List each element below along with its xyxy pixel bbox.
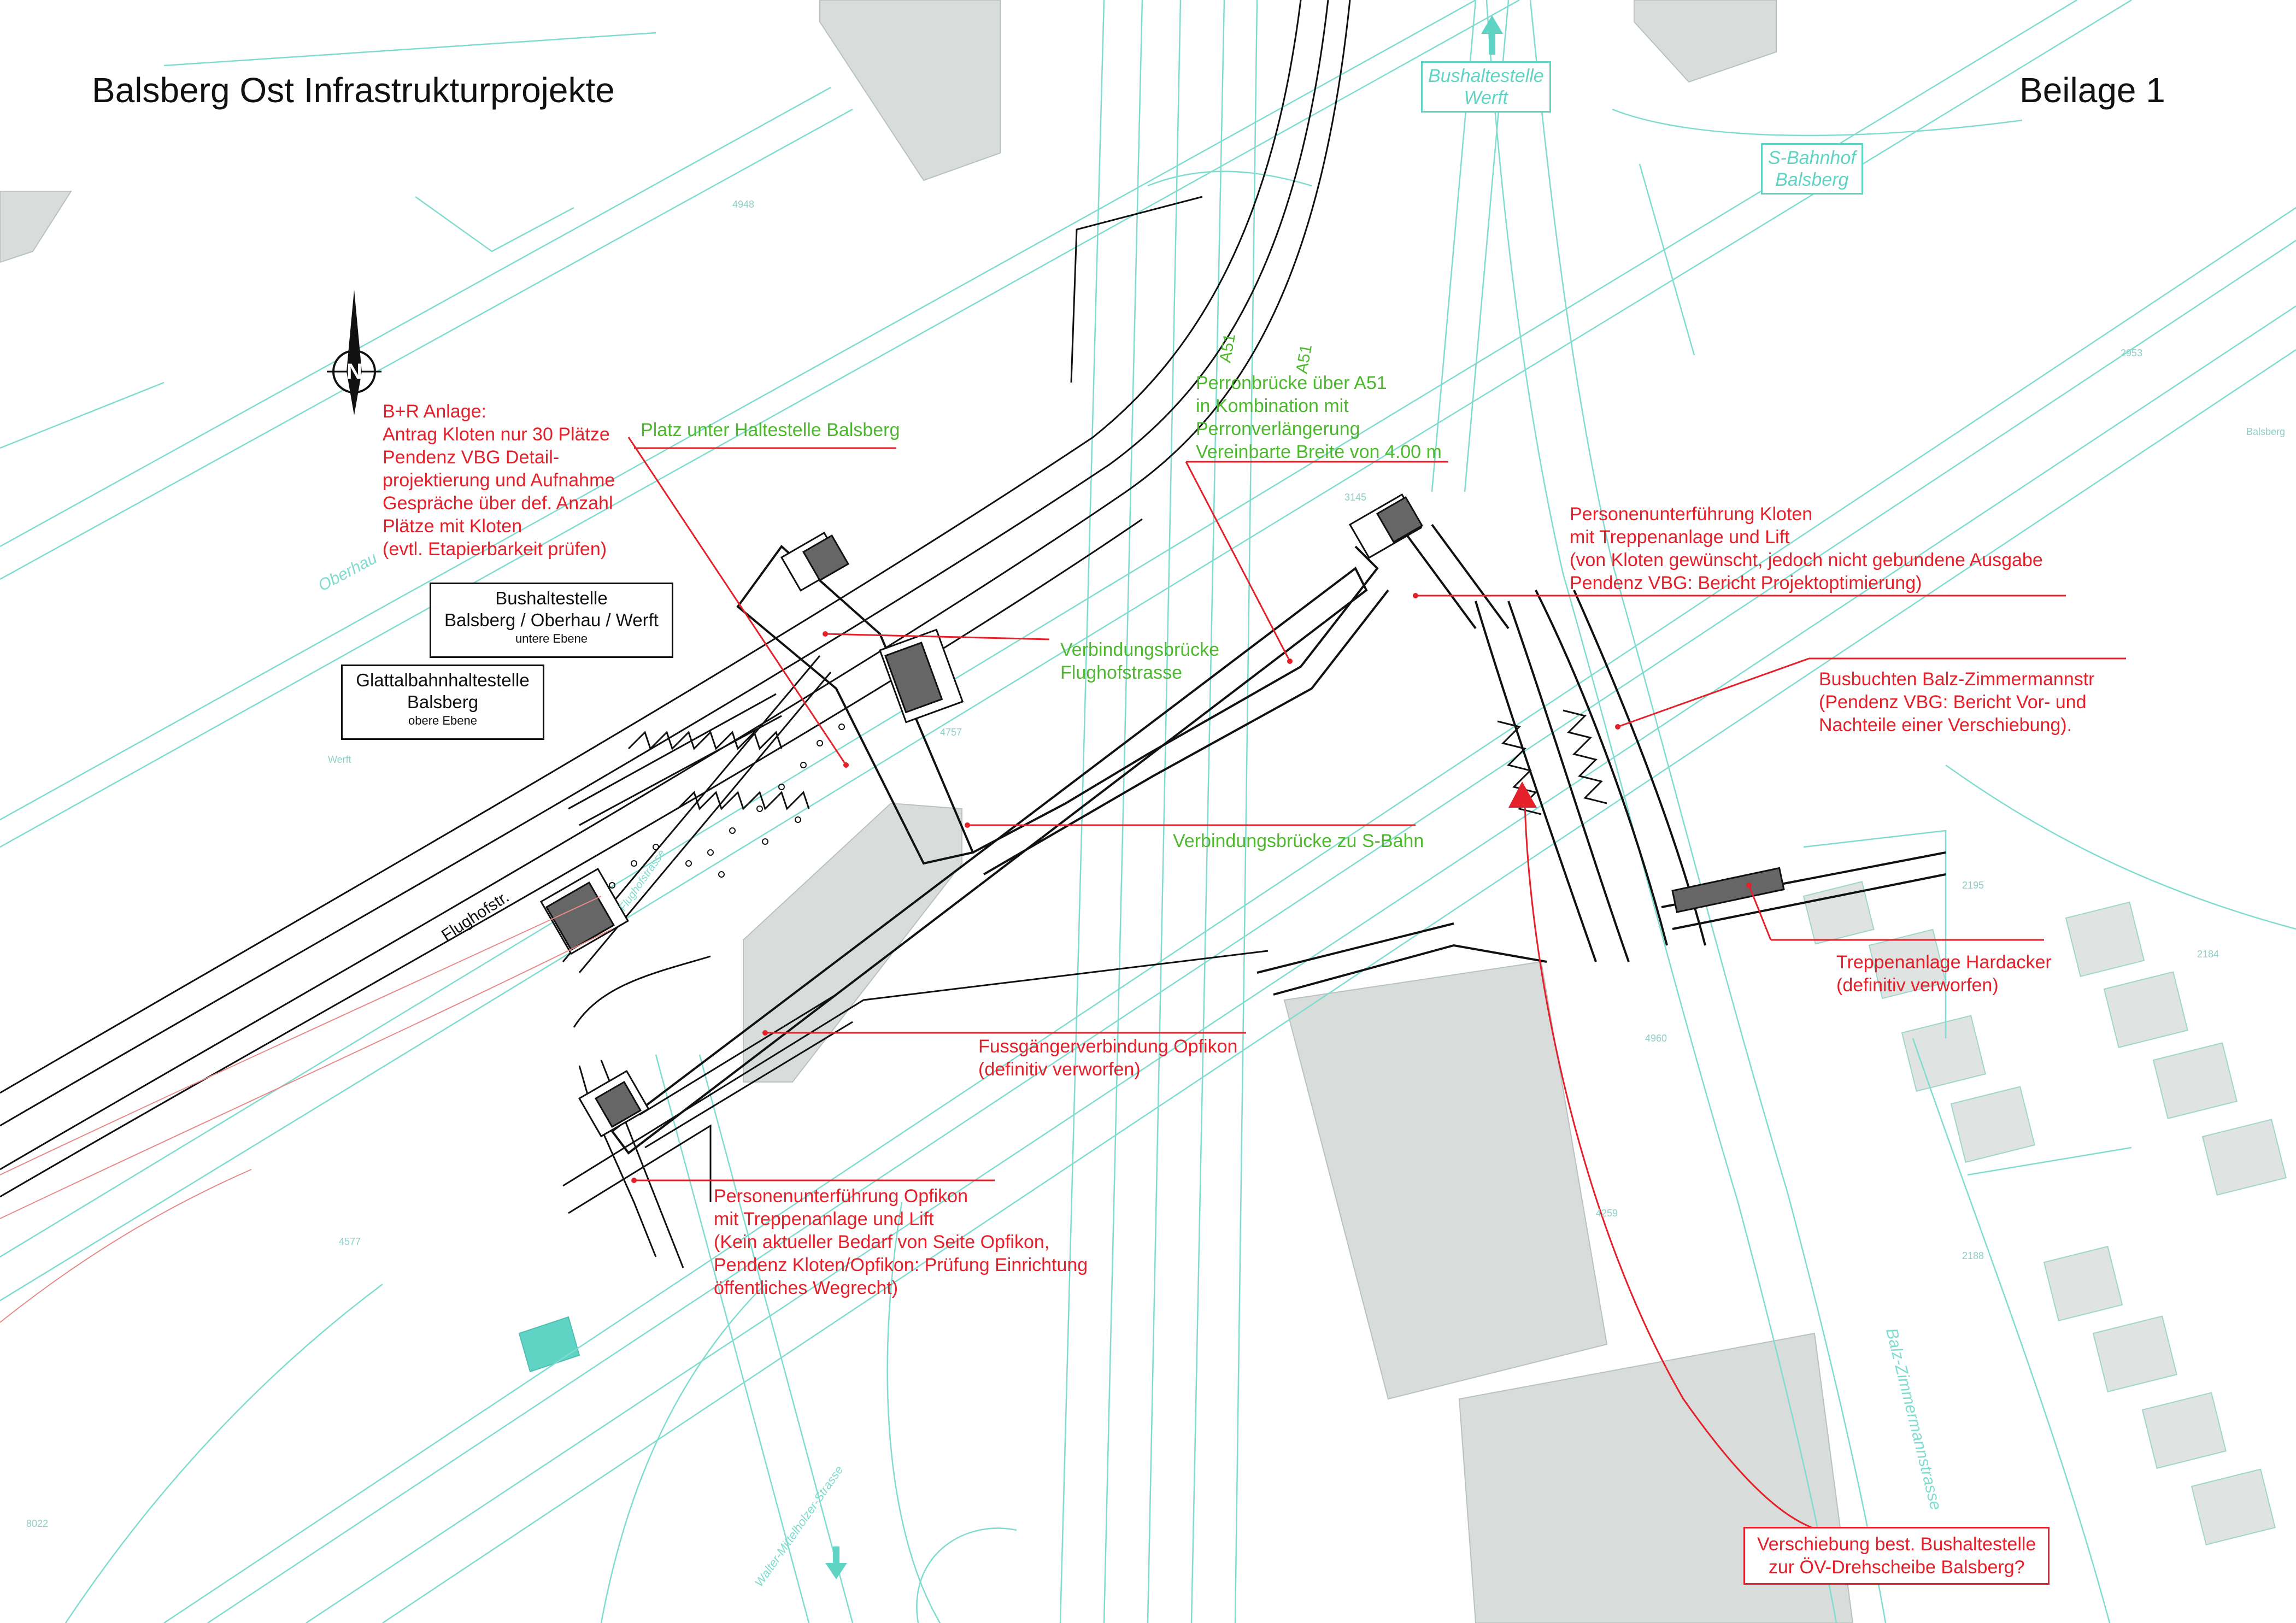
building-west-strip [0, 191, 72, 263]
parcel-number: Balsberg [2246, 426, 2286, 437]
parcel-number: 8022 [26, 1518, 49, 1529]
annotation-pu-opfikon: Personenunterführung Opfikon mit Treppen… [714, 1186, 1088, 1298]
glatt-stop-sub: obere Ebene [408, 714, 477, 727]
bus-stop-line2: Balsberg / Oberhau / Werft [444, 610, 659, 630]
map-title: Balsberg Ost Infrastrukturprojekte [92, 70, 615, 110]
glatt-stop-box: Glattalbahnhaltestelle Balsberg obere Eb… [341, 665, 544, 740]
leader-lines [627, 437, 2126, 1535]
parcel-number: 2188 [1962, 1250, 1984, 1261]
parcel-number: 4577 [339, 1236, 361, 1247]
glatt-stop-line1: Glattalbahnhaltestelle [356, 670, 530, 690]
annotation-verschiebung: Verschiebung best. Bushaltestelle zur ÖV… [1743, 1527, 2050, 1585]
label-bus-werft: Bushaltestelle Werft [1421, 61, 1551, 113]
annotation-vb-sbahn: Verbindungsbrücke zu S-Bahn [1173, 831, 1424, 851]
direction-arrow-icons [825, 15, 1503, 1579]
building-platform-slab [743, 802, 962, 1083]
parcel-number: 2195 [1962, 880, 1984, 891]
annotation-pu-kloten: Personenunterführung Kloten mit Treppena… [1570, 504, 2043, 593]
parcel-number: 4960 [1645, 1033, 1667, 1044]
north-label: N [347, 360, 362, 384]
warning-triangle-icon [1508, 781, 1537, 808]
parcel-number: 2953 [2121, 348, 2143, 358]
bike-parking-dots [609, 724, 845, 889]
parcel-number: 4259 [1596, 1208, 1618, 1219]
annotation-br-anlage: B+R Anlage: Antrag Kloten nur 30 Plätze … [383, 401, 615, 560]
residential-blocks [1802, 881, 2287, 1545]
parcel-number: Werft [328, 754, 351, 765]
building-northeast-hall [1634, 0, 1777, 83]
road-lines [0, 0, 1351, 1268]
annotation-treppen-hardacker: Treppenanlage Hardacker (definitiv verwo… [1836, 952, 2052, 996]
parcel-number: 3145 [1344, 492, 1367, 503]
building-north-warehouse [819, 0, 1001, 181]
structures [610, 524, 1946, 1155]
annotation-busbuchten: Busbuchten Balz-Zimmermannstr (Pendenz V… [1819, 669, 2095, 736]
parcel-number: 4948 [732, 199, 755, 210]
zigzag-symbols [627, 709, 1607, 815]
red-rail-curves [0, 896, 613, 1323]
attachment-label: Beilage 1 [2019, 70, 2165, 110]
buildings [0, 0, 1854, 1623]
glatt-stop-line2: Balsberg [407, 692, 479, 712]
annotation-perronbruecke: Perronbrücke über A51 in Kombination mit… [1196, 373, 1442, 462]
annotation-vb-flughof: Verbindungsbrücke Flughofstrasse [1060, 639, 1220, 683]
bus-stop-box: Bushaltestelle Balsberg / Oberhau / Werf… [430, 583, 673, 658]
parcel-number: 2184 [2197, 949, 2219, 960]
annotation-fussgaenger: Fussgängerverbindung Opfikon (definitiv … [978, 1036, 1238, 1080]
building-small-green [518, 1316, 580, 1373]
label-sbahnhof: S-Bahnhof Balsberg [1761, 143, 1863, 195]
parcel-number: 4757 [940, 727, 962, 738]
bus-stop-sub: untere Ebene [515, 632, 588, 645]
bus-stop-line1: Bushaltestelle [495, 588, 608, 608]
north-arrow-icon [327, 290, 381, 415]
red-dots [631, 593, 1752, 1183]
building-logistics-hall-a [1283, 961, 1608, 1400]
annotation-platz: Platz unter Haltestelle Balsberg [641, 420, 900, 440]
